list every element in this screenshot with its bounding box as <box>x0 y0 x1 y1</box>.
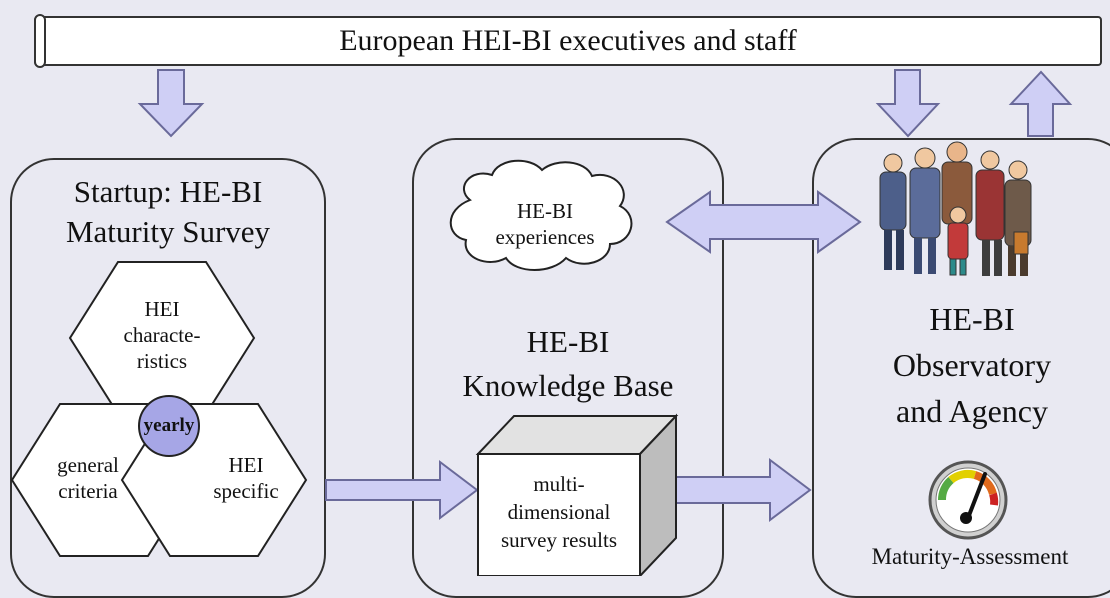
yearly-label: yearly <box>143 415 195 436</box>
hex-general-label: general criteria <box>57 453 119 503</box>
kb-title: HE-BI Knowledge Base <box>462 324 674 403</box>
yearly-circle <box>138 395 200 457</box>
hex-characteristics-label: HEI characte- ristics <box>123 297 201 373</box>
group-of-people-icon <box>879 141 1032 276</box>
banner-scroll-curl <box>34 14 46 68</box>
arrow-banner-to-observatory <box>875 69 941 138</box>
diagram-shapes <box>10 69 1073 576</box>
cube-label: multi- dimensional survey results <box>500 472 618 552</box>
observatory-title: HE-BI Observatory and Agency <box>892 301 1052 429</box>
banner-box <box>34 16 1102 66</box>
survey-title: Startup: HE-BI Maturity Survey <box>65 174 271 249</box>
maturity-assessment-label: Maturity-Assessment <box>871 544 1069 569</box>
arrow-survey-to-kb <box>325 459 479 521</box>
arrow-observatory-to-banner <box>1008 70 1073 137</box>
arrow-kb-to-observatory <box>655 458 812 522</box>
arrow-banner-to-survey <box>137 69 205 138</box>
cube-shape <box>475 413 679 576</box>
banner-title: European HEI-BI executives and staff <box>339 24 797 57</box>
speedometer-gauge-icon <box>928 460 1008 540</box>
cloud-shape <box>449 159 633 271</box>
arrow-cloud-observatory <box>665 190 862 254</box>
hex-specific-label: HEI specific <box>213 453 279 503</box>
cloud-label: HE-BI experiences <box>495 199 595 249</box>
